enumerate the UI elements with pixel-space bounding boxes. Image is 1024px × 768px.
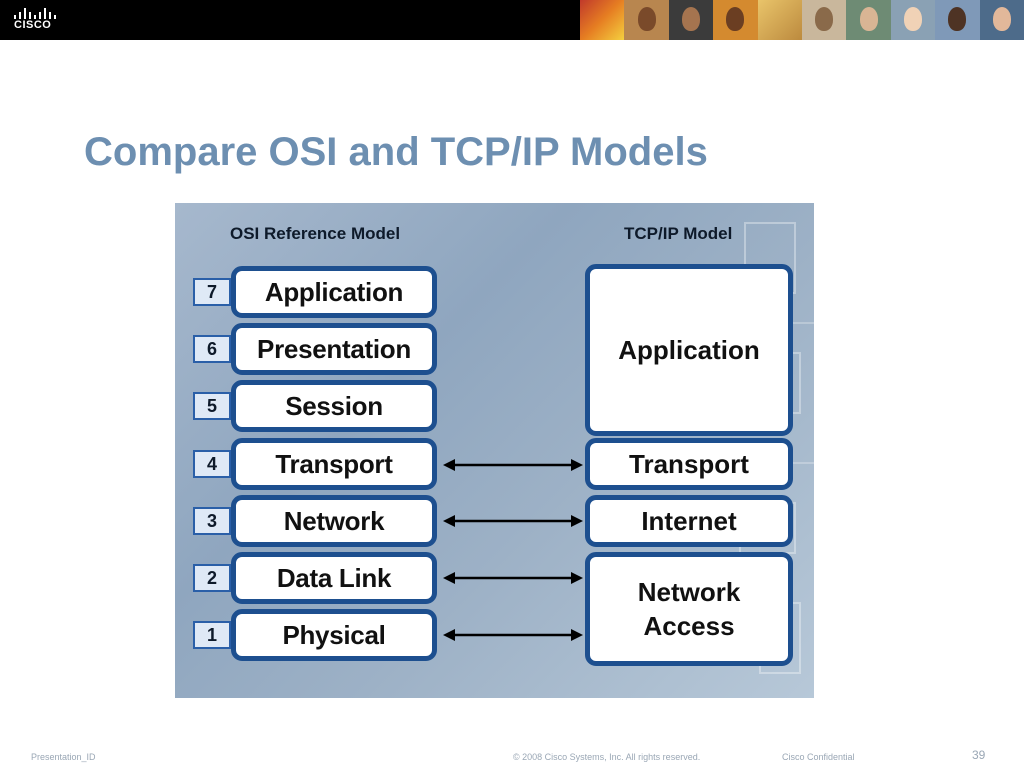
osi-layer-network: Network [231,495,437,547]
layer-number-4: 4 [193,450,231,478]
layer-number-7: 7 [193,278,231,306]
osi-layer-application: Application [231,266,437,318]
photo-tile [846,0,891,40]
layer-number-1: 1 [193,621,231,649]
osi-tcpip-diagram: OSI Reference Model TCP/IP Model 7 6 5 4… [175,203,814,698]
photo-tile [979,0,1024,40]
photo-tile [580,0,625,40]
osi-layer-data-link: Data Link [231,552,437,604]
double-arrow-icon [443,572,583,584]
footer-confidential: Cisco Confidential [782,752,855,762]
photo-tile [935,0,980,40]
slide-title: Compare OSI and TCP/IP Models [84,130,708,174]
osi-model-title: OSI Reference Model [230,224,401,243]
double-arrow-icon [443,629,583,641]
osi-layer-presentation: Presentation [231,323,437,375]
layer-number-3: 3 [193,507,231,535]
cisco-logo-bars-icon [14,7,62,19]
tcpip-model-title: TCP/IP Model [624,224,733,243]
cisco-logo-text: CISCO [14,19,52,31]
tcpip-layer-internet: Internet [585,495,793,547]
cisco-logo: CISCO [14,7,62,33]
header-photo-strip [580,0,1024,40]
osi-layer-physical: Physical [231,609,437,661]
layer-number-6: 6 [193,335,231,363]
double-arrow-icon [443,515,583,527]
header-banner: CISCO [0,0,1024,40]
photo-tile [624,0,669,40]
photo-tile [668,0,714,40]
layer-number-5: 5 [193,392,231,420]
osi-layer-transport: Transport [231,438,437,490]
photo-tile [802,0,847,40]
network-access-line1: Network [637,577,741,607]
photo-tile [757,0,803,40]
double-arrow-icon [443,459,583,471]
footer-presentation-id: Presentation_ID [31,752,96,762]
osi-layer-session: Session [231,380,437,432]
tcpip-layer-application: Application [585,264,793,436]
footer-copyright: © 2008 Cisco Systems, Inc. All rights re… [513,752,701,762]
photo-tile [890,0,936,40]
tcpip-layer-network-access: Network Access [585,552,793,666]
tcpip-layer-transport: Transport [585,438,793,490]
layer-number-2: 2 [193,564,231,592]
page-number: 39 [972,748,986,762]
photo-tile [713,0,758,40]
network-access-line2: Access [643,611,735,641]
